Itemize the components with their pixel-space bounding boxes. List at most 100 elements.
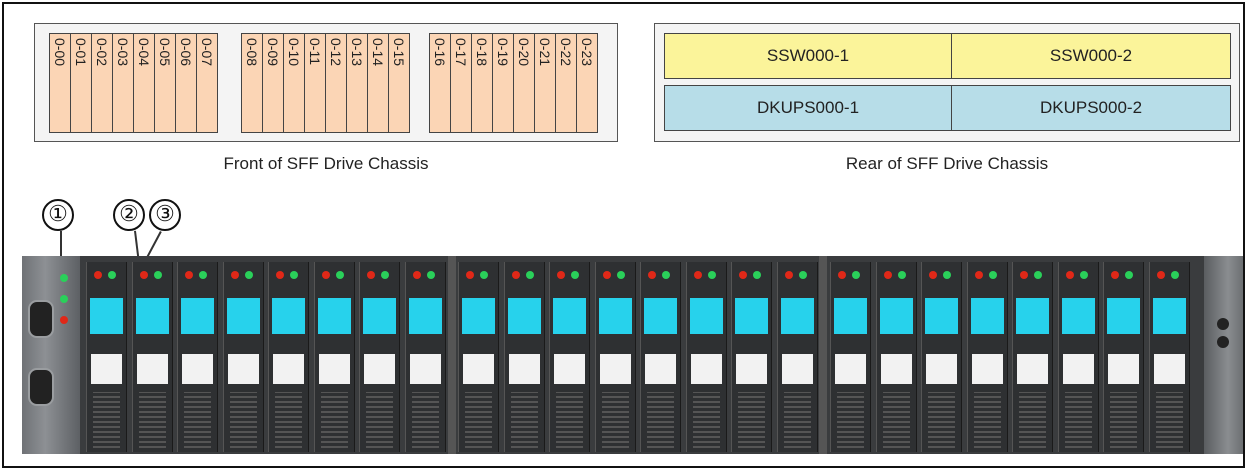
drive-sled [1012, 262, 1053, 452]
fault-led [511, 271, 520, 279]
drive-slot: 0-14 [367, 33, 389, 133]
drive-sled [921, 262, 962, 452]
drive-slot: 0-01 [70, 33, 92, 133]
rear-caption: Rear of SFF Drive Chassis [845, 154, 1049, 173]
slot-label: 0-00 [52, 38, 68, 67]
drive-vent [138, 392, 166, 448]
front-slot-group-2: 0-08 0-09 0-10 0-11 0-12 0-13 0-14 0-15 [241, 33, 410, 133]
drive-latch [507, 298, 541, 334]
callout-1-leader [60, 231, 62, 271]
fault-led [230, 271, 239, 279]
activity-led [290, 271, 298, 279]
slot-label: 0-15 [391, 38, 407, 67]
activity-led [480, 271, 488, 279]
drive-label [409, 354, 441, 384]
drive-latch [735, 298, 768, 334]
activity-led [943, 271, 951, 279]
front-slot-group-1: 0-00 0-01 0-02 0-03 0-04 0-05 0-06 0-07 [49, 33, 218, 133]
drive-slot: 0-23 [576, 33, 598, 133]
activity-led [897, 271, 906, 279]
slot-label: 0-12 [328, 38, 344, 67]
drive-latch [1152, 298, 1186, 334]
fault-led [784, 271, 793, 279]
activity-led [616, 271, 625, 279]
drive-latch [226, 298, 260, 334]
fault-led [883, 271, 892, 279]
drive-vent [93, 392, 120, 448]
chassis-divider [819, 256, 827, 454]
drive-sled [359, 262, 400, 452]
drive-sled [830, 262, 871, 452]
drive-latch [925, 298, 958, 334]
drive-slot: 0-05 [154, 33, 176, 133]
drive-sled [503, 262, 545, 452]
drive-latch [780, 298, 814, 334]
dkups-module-1: DKUPS000-1 [664, 85, 952, 131]
activity-led [571, 271, 579, 279]
mounting-hole [28, 368, 54, 406]
drive-vent [1019, 392, 1046, 448]
slot-label: 0-19 [495, 38, 511, 67]
drive-slot: 0-10 [283, 33, 305, 133]
activity-led [1034, 271, 1042, 279]
drive-sled [731, 262, 772, 452]
drive-latch [408, 298, 442, 334]
drive-label [926, 354, 957, 384]
drive-sled [640, 262, 681, 452]
drive-sled [313, 262, 355, 452]
fault-led [1065, 271, 1074, 279]
drive-label [136, 354, 168, 384]
drive-label [1108, 354, 1139, 384]
drive-vent [184, 392, 211, 448]
fault-led [1111, 271, 1119, 279]
slot-label: 0-16 [432, 38, 448, 67]
drive-slot: 0-03 [112, 33, 134, 133]
drive-latch [462, 298, 495, 334]
fault-led [94, 271, 102, 279]
activity-led [753, 271, 761, 279]
slot-label: 0-01 [73, 38, 89, 67]
drive-label [835, 354, 866, 384]
drive-label [273, 354, 304, 384]
drive-label [690, 354, 722, 384]
drive-sled [177, 262, 218, 452]
drive-latch [553, 298, 586, 334]
slot-label: 0-09 [265, 38, 281, 67]
fault-led [412, 271, 421, 279]
activity-led [199, 271, 207, 279]
drive-slot: 0-20 [513, 33, 535, 133]
ssw-module-1: SSW000-1 [664, 33, 952, 79]
drive-vent [882, 392, 910, 448]
drive-slot: 0-21 [534, 33, 556, 133]
drive-label [1017, 354, 1048, 384]
fault-led [929, 271, 937, 279]
drive-sled [268, 262, 309, 452]
slot-label: 0-10 [286, 38, 302, 67]
drive-sled [966, 262, 1008, 452]
drive-vent [783, 392, 811, 448]
chassis-divider [448, 256, 456, 454]
drive-slot: 0-19 [492, 33, 514, 133]
fault-led [276, 271, 284, 279]
drive-label [182, 354, 213, 384]
slot-label: 0-06 [178, 38, 194, 67]
activity-led [108, 271, 116, 279]
drive-vent [411, 392, 439, 448]
drive-label [781, 354, 813, 384]
drive-label [1153, 354, 1185, 384]
drive-vent [738, 392, 765, 448]
power-led [60, 274, 68, 282]
activity-led [662, 271, 670, 279]
drive-sled [594, 262, 636, 452]
drive-label [880, 354, 912, 384]
drive-slot: 0-15 [388, 33, 410, 133]
mounting-hole [28, 300, 54, 338]
fault-led [1020, 271, 1028, 279]
drive-sled [685, 262, 727, 452]
drive-slot: 0-12 [325, 33, 347, 133]
drive-vent [556, 392, 583, 448]
drive-vent [1064, 392, 1092, 448]
drive-vent [1155, 392, 1183, 448]
drive-label [554, 354, 585, 384]
